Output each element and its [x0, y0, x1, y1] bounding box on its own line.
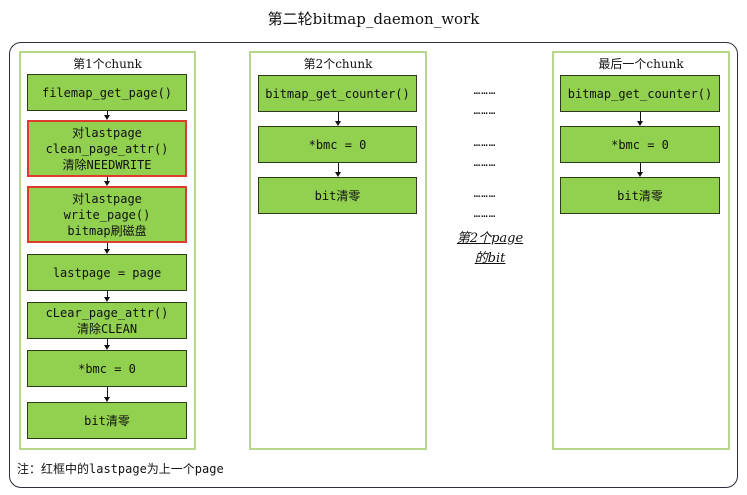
step-line: *bmc = 0 — [611, 137, 669, 152]
step-bmc-zero: *bmc = 0 — [258, 126, 417, 163]
step-bitmap-get-counter: bitmap_get_counter() — [560, 75, 720, 112]
footnote: 注：红框中的lastpage为上一个page — [17, 462, 224, 476]
step-line: bit清零 — [617, 188, 663, 203]
middle-page-label-line: 的bit — [474, 251, 506, 266]
step-bitmap-get-counter: bitmap_get_counter() — [258, 75, 417, 112]
step-line: 对lastpage — [72, 191, 142, 206]
step-bmc-zero: *bmc = 0 — [27, 350, 187, 387]
step-line: bitmap_get_counter() — [567, 86, 713, 101]
step-clear-page-attr: cLear_page_attr() 清除CLEAN — [27, 302, 187, 339]
step-write-page: 对lastpage write_page() bitmap刷磁盘 — [27, 186, 187, 243]
step-lastpage-assign: lastpage = page — [27, 254, 187, 291]
ellipsis: ……… — [473, 104, 497, 117]
ellipsis: ……… — [473, 136, 497, 149]
diagram-title: 第二轮bitmap_daemon_work — [267, 10, 480, 28]
step-line: lastpage = page — [52, 265, 162, 280]
step-line: bitmap刷磁盘 — [67, 223, 147, 238]
step-line: *bmc = 0 — [78, 361, 136, 376]
step-line: 对lastpage — [72, 125, 142, 140]
step-filemap-get-page: filemap_get_page() — [27, 74, 187, 111]
step-line: *bmc = 0 — [308, 137, 367, 152]
ellipsis: ……… — [473, 84, 497, 97]
step-line: bitmap_get_counter() — [265, 86, 410, 101]
ellipsis: ……… — [473, 207, 497, 220]
ellipsis: ……… — [473, 187, 497, 200]
step-line: 清除NEEDWRITE — [62, 157, 152, 172]
step-bmc-zero: *bmc = 0 — [560, 126, 720, 163]
step-bit-clear: bit清零 — [27, 402, 187, 439]
middle-page-label: 第2个page 的bit — [440, 229, 540, 269]
step-line: bit清零 — [314, 188, 361, 203]
step-line: 清除CLEAN — [76, 321, 138, 336]
chunk-1-title: 第1个chunk — [73, 57, 142, 71]
step-clean-page-attr: 对lastpage clean_page_attr() 清除NEEDWRITE — [27, 120, 187, 177]
step-line: bit清零 — [84, 413, 130, 428]
step-bit-clear: bit清零 — [560, 177, 720, 214]
ellipsis: ……… — [473, 156, 497, 169]
chunk-last-title: 最后一个chunk — [598, 57, 684, 71]
step-line: cLear_page_attr() — [45, 305, 169, 320]
middle-page-label-line: 第2个page — [456, 231, 524, 246]
chunk-2-title: 第2个chunk — [303, 57, 373, 71]
step-line: filemap_get_page() — [41, 85, 173, 100]
chunk-last: 最后一个chunk — [552, 51, 730, 450]
step-bit-clear: bit清零 — [258, 177, 417, 214]
step-line: write_page() — [63, 207, 151, 222]
step-line: clean_page_attr() — [45, 141, 169, 156]
